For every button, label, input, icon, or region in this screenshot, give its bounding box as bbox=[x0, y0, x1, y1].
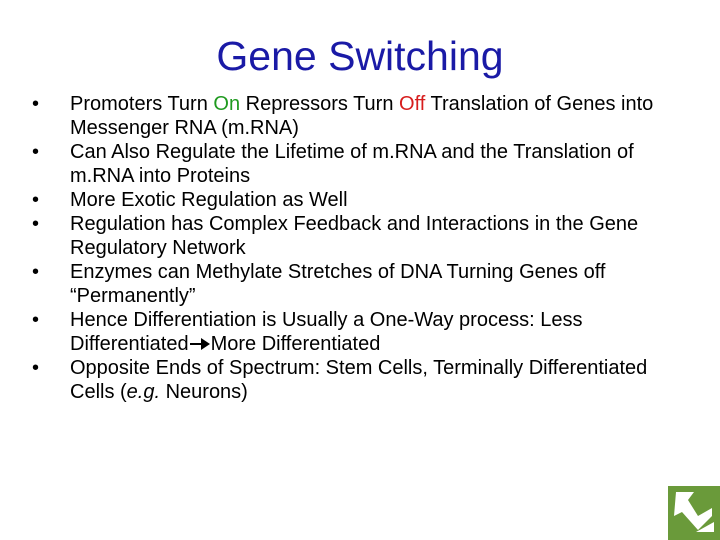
bullet-text: Enzymes can Methylate Stretches of DNA T… bbox=[70, 261, 606, 307]
corner-logo bbox=[668, 486, 720, 540]
bullet-item: • Opposite Ends of Spectrum: Stem Cells,… bbox=[30, 356, 680, 404]
bullet-item: • Regulation has Complex Feedback and In… bbox=[30, 212, 680, 260]
off-highlight: Off bbox=[399, 93, 426, 115]
slide-title: Gene Switching bbox=[216, 33, 504, 79]
bullet-text: Translation of Genes into Messenger RNA … bbox=[70, 93, 654, 139]
bullet-text: Regulation has Complex Feedback and Inte… bbox=[70, 213, 639, 259]
bullet-text: Hence Differentiation is Usually a One-W… bbox=[70, 309, 583, 355]
bullet-marker: • bbox=[32, 261, 40, 283]
bullet-text: More Differentiated bbox=[210, 333, 381, 355]
eg-italic: e.g. bbox=[126, 381, 161, 403]
bullet-marker: • bbox=[32, 357, 40, 379]
bullet-text: Can Also Regulate the Lifetime of m.RNA … bbox=[70, 141, 634, 187]
bullet-list: • Promoters Turn On Repressors Turn Off … bbox=[30, 92, 680, 404]
bullet-marker: • bbox=[32, 213, 40, 235]
bullet-marker: • bbox=[32, 93, 40, 115]
on-highlight: On bbox=[213, 93, 241, 115]
bullet-item: • Hence Differentiation is Usually a One… bbox=[30, 308, 680, 356]
bullet-text: Opposite Ends of Spectrum: Stem Cells, T… bbox=[70, 357, 648, 403]
bullet-marker: • bbox=[32, 309, 40, 331]
right-arrow-icon bbox=[189, 338, 210, 350]
bullet-text: Promoters Turn bbox=[70, 93, 214, 115]
bullet-item: • Can Also Regulate the Lifetime of m.RN… bbox=[30, 140, 680, 188]
bullet-text: Neurons) bbox=[160, 381, 248, 403]
bullet-item: • Promoters Turn On Repressors Turn Off … bbox=[30, 92, 680, 140]
bullet-item: • More Exotic Regulation as Well bbox=[30, 188, 680, 212]
bullet-text: More Exotic Regulation as Well bbox=[70, 189, 348, 211]
bullet-marker: • bbox=[32, 141, 40, 163]
bullet-item: • Enzymes can Methylate Stretches of DNA… bbox=[30, 260, 680, 308]
bullet-text: Repressors Turn bbox=[240, 93, 400, 115]
bullet-marker: • bbox=[32, 189, 40, 211]
